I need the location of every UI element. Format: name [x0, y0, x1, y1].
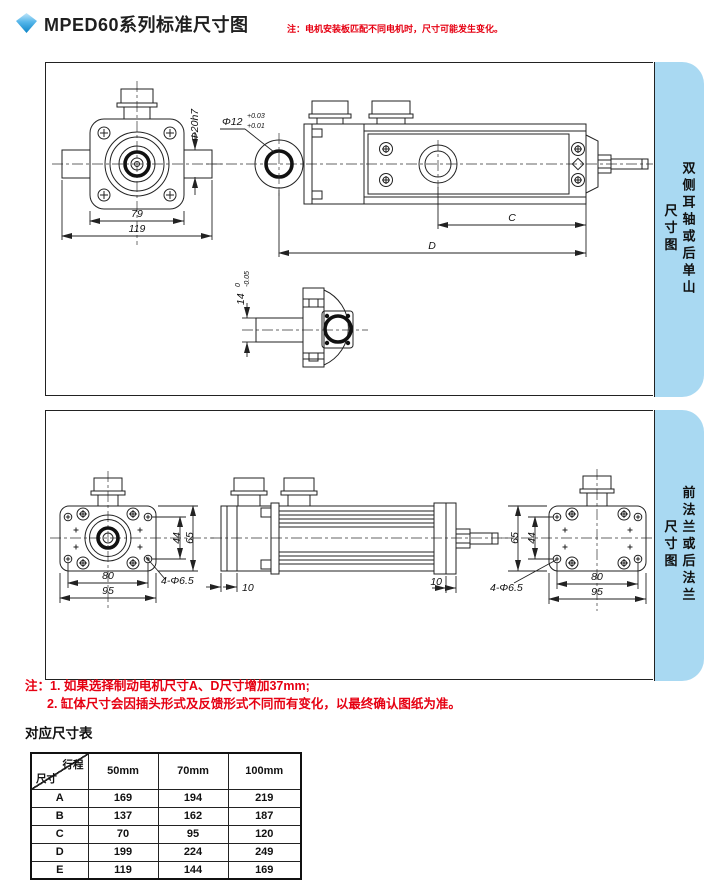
cell-value: 119 — [87, 860, 159, 880]
side-tab-label: 前法兰或后法兰 — [680, 485, 696, 605]
dim-d: D — [428, 240, 436, 252]
front-view: 79 119 Φ20h7 — [52, 81, 222, 245]
trunnion-drawing: 79 119 Φ20h7 Φ12 +0.03 +0.01 — [52, 81, 654, 368]
column-header: 100mm — [227, 752, 302, 790]
cell-value: 120 — [227, 824, 302, 844]
size-table: 行程 尺寸 50mm 70mm 100mm A 169 194 219 B 13… — [30, 752, 302, 880]
row-label: E — [30, 860, 89, 880]
note-line-2: 2. 缸体尺寸会因插头形式及反馈形式不同而有变化，以最终确认图纸为准。 — [47, 697, 461, 711]
dim-front-flange-height: 65 — [184, 532, 196, 544]
cell-value: 162 — [157, 806, 229, 826]
column-header: 50mm — [87, 752, 159, 790]
cell-value: 249 — [227, 842, 302, 862]
corner-label-size: 尺寸 — [36, 772, 57, 785]
corner-label-stroke: 行程 — [62, 759, 84, 771]
size-table-title: 对应尺寸表 — [25, 726, 93, 741]
side-tab-label: 双侧耳轴或后单山 — [680, 161, 696, 297]
column-header: 70mm — [157, 752, 229, 790]
cell-value: 95 — [157, 824, 229, 844]
dim-rear-hole-span-h: 80 — [591, 571, 603, 583]
header-note: 注：电机安装板匹配不同电机时，尺寸可能发生变化。 — [287, 24, 504, 34]
cell-value: 137 — [87, 806, 159, 826]
side-tab-flange: 前法兰或后法兰 尺寸图 — [653, 409, 704, 681]
row-label: B — [30, 806, 89, 826]
dim-trunnion-dia: Φ12 — [222, 116, 243, 128]
side-view: Φ12 +0.03 +0.01 — [206, 100, 654, 257]
panel-flange-drawing: 44 65 80 95 4-Φ6.5 — [45, 409, 704, 681]
table-row: D 199 224 249 — [30, 842, 302, 862]
dim-tang-tol-lower: -0.05 — [244, 271, 251, 287]
cell-value: 187 — [227, 806, 302, 826]
dim-front-hole-span-v: 44 — [171, 532, 183, 544]
front-flange-view: 44 65 80 95 4-Φ6.5 — [50, 471, 214, 611]
dim-rear-holes: 4-Φ6.5 — [490, 582, 523, 594]
dim-shaft-dia: Φ20h7 — [189, 108, 201, 141]
dim-rear-hole-span-v: 44 — [526, 532, 538, 544]
row-label: A — [30, 788, 89, 808]
dim-tang-tol-upper: 0 — [235, 283, 242, 287]
note-line-1: 注：1. 如果选择制动电机尺寸A、D尺寸增加37mm; — [25, 679, 310, 693]
dim-trunnion-tol-upper: +0.03 — [247, 113, 265, 120]
dim-trunnion-tol-lower: +0.01 — [247, 123, 265, 130]
flange-side-view: 10 10 — [206, 477, 514, 594]
dim-overall-width: 119 — [129, 223, 146, 235]
page-title: MPED60系列标准尺寸图 — [44, 15, 249, 35]
table-header-row: 行程 尺寸 50mm 70mm 100mm — [30, 752, 302, 790]
dim-rear-flange-height: 65 — [509, 532, 521, 544]
table-corner-cell: 行程 尺寸 — [30, 752, 89, 790]
cell-value: 169 — [227, 860, 302, 880]
cell-value: 70 — [87, 824, 159, 844]
side-tab-label-suffix: 尺寸图 — [662, 203, 678, 255]
flange-drawing: 44 65 80 95 4-Φ6.5 — [50, 469, 654, 611]
table-row: B 137 162 187 — [30, 806, 302, 826]
cell-value: 219 — [227, 788, 302, 808]
dim-side-front-plate: 10 — [242, 582, 254, 594]
dim-tang-width: 14 — [235, 293, 247, 305]
cell-value: 194 — [157, 788, 229, 808]
table-row: E 119 144 169 — [30, 860, 302, 880]
dim-front-hole-span-h: 80 — [102, 570, 114, 582]
dim-front-holes: 4-Φ6.5 — [161, 575, 194, 587]
dim-c: C — [508, 212, 516, 224]
cell-value: 199 — [87, 842, 159, 862]
row-label: C — [30, 824, 89, 844]
rear-flange-view: 65 44 80 95 4-Φ6.5 — [490, 469, 654, 611]
dim-rear-flange-width: 95 — [591, 586, 603, 598]
cell-value: 224 — [157, 842, 229, 862]
side-tab-label-suffix: 尺寸图 — [662, 519, 678, 571]
panel-trunnion-drawing: 79 119 Φ20h7 Φ12 +0.03 +0.01 — [45, 61, 704, 397]
diamond-icon — [16, 13, 37, 33]
dim-front-flange-width: 95 — [102, 585, 114, 597]
dim-flange-width: 79 — [131, 208, 143, 220]
cell-value: 169 — [87, 788, 159, 808]
rear-mount-view: 14 0 -0.05 — [235, 271, 368, 368]
table-row: C 70 95 120 — [30, 824, 302, 844]
cell-value: 144 — [157, 860, 229, 880]
row-label: D — [30, 842, 89, 862]
table-row: A 169 194 219 — [30, 788, 302, 808]
side-tab-trunnion: 双侧耳轴或后单山 尺寸图 — [653, 61, 704, 397]
dim-side-rear-plate: 10 — [430, 576, 442, 588]
